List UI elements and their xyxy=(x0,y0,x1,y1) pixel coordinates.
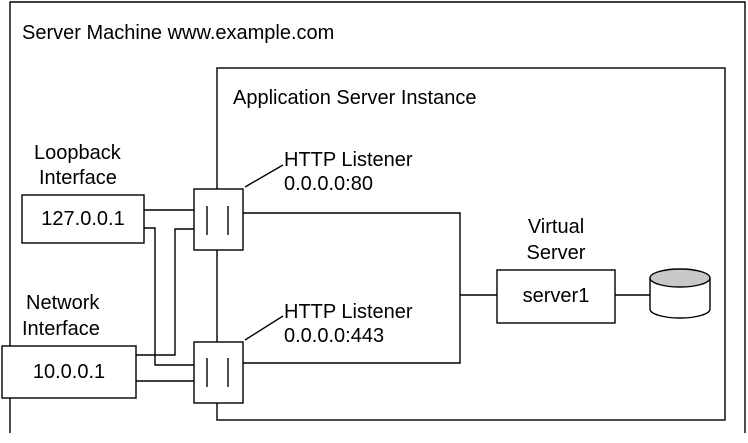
listener-443-label-line2: 0.0.0.0:443 xyxy=(284,325,385,347)
network-label-line1: Network xyxy=(26,292,100,314)
callout-listener-443 xyxy=(244,315,284,341)
loopback-interface-box xyxy=(21,194,145,244)
database-cylinder-icon xyxy=(649,268,711,319)
app-server-instance-title: Application Server Instance xyxy=(233,87,477,109)
app-server-instance-box xyxy=(216,67,726,421)
connector-loopback-443 xyxy=(144,227,194,366)
virtual-server-box xyxy=(496,269,616,324)
loopback-address: 127.0.0.1 xyxy=(41,208,125,230)
listener-80-label-line1: HTTP Listener xyxy=(284,149,413,171)
listener-80-label-line2: 0.0.0.0:80 xyxy=(284,173,373,195)
virtual-server-label-line1: Virtual xyxy=(527,216,585,238)
network-label-line2: Interface xyxy=(22,318,100,340)
connector-listener80-vs xyxy=(243,212,461,364)
listener-443-port-box xyxy=(193,341,244,404)
listener-443-label-line1: HTTP Listener xyxy=(284,301,413,323)
listener-80-port-box xyxy=(193,188,244,251)
connector-network-80 xyxy=(136,228,194,356)
server-machine-frame xyxy=(9,1,746,433)
loopback-label-line1: Loopback xyxy=(34,142,121,164)
loopback-label-line2: Interface xyxy=(39,167,117,189)
network-interface-box xyxy=(1,345,137,399)
virtual-server-name: server1 xyxy=(522,285,590,307)
network-address: 10.0.0.1 xyxy=(32,361,106,383)
callout-listener-80 xyxy=(244,164,284,188)
virtual-server-label-line2: Server xyxy=(526,242,586,264)
server-machine-title: Server Machine www.example.com xyxy=(22,22,335,44)
